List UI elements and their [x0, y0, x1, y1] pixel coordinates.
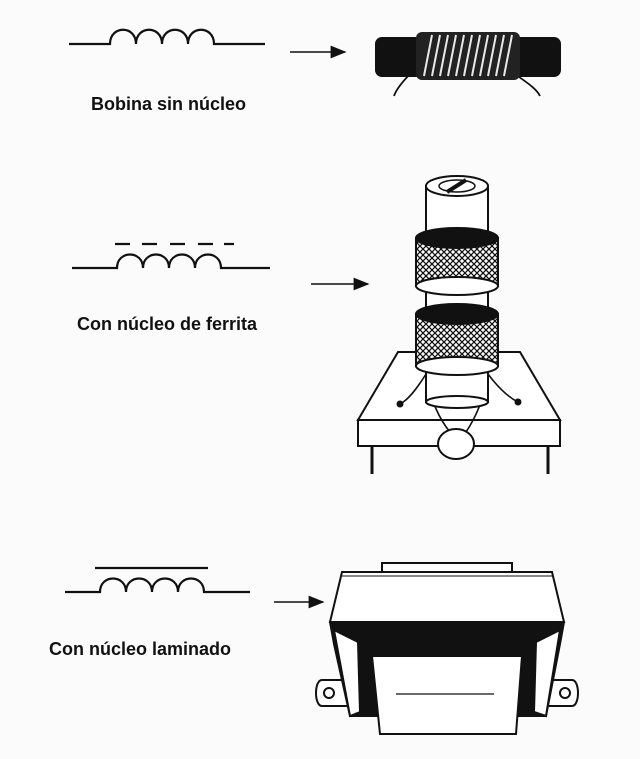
ferrite-coil-symbol [72, 242, 270, 270]
air-core-coil-label: Bobina sin núcleo [91, 94, 247, 114]
laminated-core-coil-label: Con núcleo laminado [49, 639, 232, 659]
air-core-coil-drawing [375, 32, 561, 97]
ferrite-coil-drawing [356, 175, 562, 474]
ferrite-core-coil-label: Con núcleo de ferrita [77, 314, 258, 334]
laminated-coil-symbol [65, 566, 250, 594]
air-core-coil-symbol [69, 28, 265, 46]
laminated-transformer-drawing [315, 562, 579, 735]
